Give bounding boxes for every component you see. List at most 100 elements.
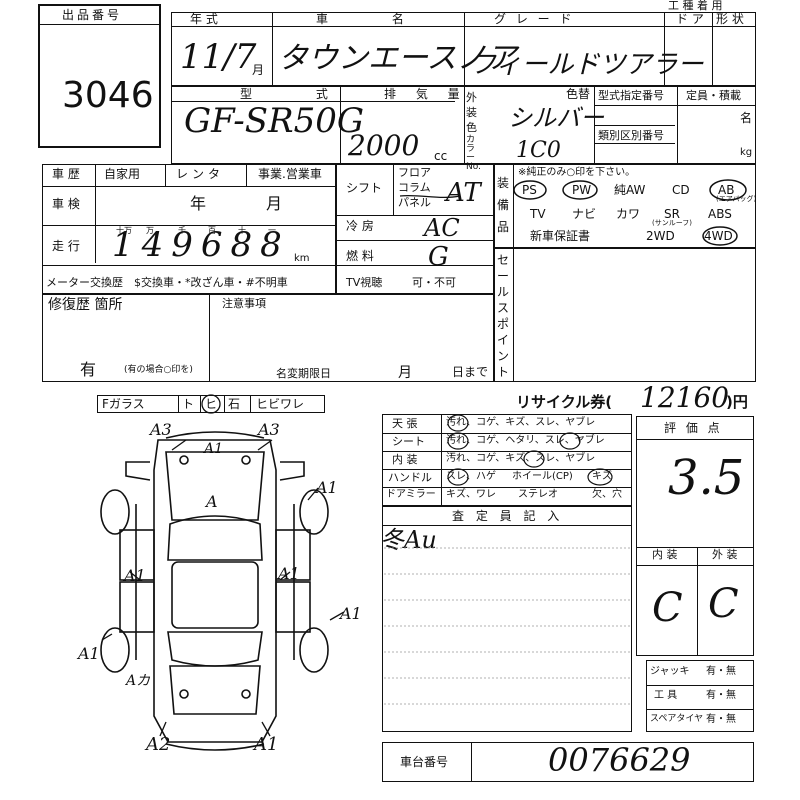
type-designation-label: 型式指定番号 <box>598 89 664 102</box>
interior-wheel-mark: キズ <box>592 471 612 482</box>
mileage-scale-4: 百 <box>208 226 216 235</box>
history-box <box>42 164 336 294</box>
glass-option-to: ト <box>182 397 195 411</box>
interior-row-2-label: シート <box>392 435 425 448</box>
sales-point-label: セールスポイント <box>497 253 510 379</box>
equip-sr: SR <box>664 207 680 221</box>
mark-a-rear-left: Aカ <box>126 673 151 689</box>
grade-value: フィールドツアラー <box>470 50 704 80</box>
inspection-month: 月 <box>266 194 283 213</box>
score-exterior-label: 外 装 <box>712 548 738 561</box>
interior-stereo-options: 欠、穴 <box>592 489 622 500</box>
tool-jack-label: ジャッキ <box>650 666 690 677</box>
color-no-value: 1C0 <box>516 138 561 163</box>
interior-wheel-option: ホイール(CP) <box>512 471 573 482</box>
interior-row-5-label: ドアミラー <box>386 489 436 500</box>
capacity-label: 定員・積載 <box>686 89 741 102</box>
tv-value: 可・不可 <box>412 276 456 289</box>
name-change-month: 月 <box>398 365 412 381</box>
mileage-scale-1: 十万 <box>116 226 132 235</box>
recycle-label: リサイクル券( <box>516 393 613 411</box>
header-box <box>171 12 756 86</box>
history-option-private: 自家用 <box>104 167 141 181</box>
meter-label: メーター交換歴 <box>46 276 123 289</box>
lot-box: 出品番号 3046 <box>38 4 161 148</box>
shift-box <box>336 164 494 294</box>
interior-stereo: ステレオ <box>518 489 558 500</box>
grade-label: グ レ ー ド <box>494 12 575 26</box>
inspection-label: 車 検 <box>52 197 80 211</box>
score-interior-label: 内 装 <box>652 548 678 561</box>
color-value: シルバー <box>508 104 604 132</box>
inspector-label: 査 定 員 記 入 <box>452 509 564 523</box>
lot-number: 3046 <box>62 75 154 116</box>
capacity-unit: 名 <box>740 111 753 125</box>
mark-a1-rear: A1 <box>254 734 279 755</box>
sales-point-box <box>494 248 756 382</box>
equip-navi: ナビ <box>572 207 597 221</box>
recycle-value: 12160 <box>640 381 730 414</box>
equip-abs: ABS <box>708 207 732 221</box>
lot-label: 出品番号 <box>62 8 123 22</box>
sunroof-note: (サンルーフ) <box>652 219 693 227</box>
repair-note: (有の場合○印を) <box>124 365 193 375</box>
model-value: GF-SR50G <box>184 101 365 141</box>
tv-label: TV視聴 <box>346 276 383 289</box>
shape-label: 形 状 <box>716 12 744 26</box>
year-label: 年 式 <box>190 12 218 26</box>
interior-row-4-label: ハンドル <box>388 471 432 484</box>
history-label: 車 歴 <box>52 167 80 181</box>
exterior-label: 外装色 <box>466 91 477 134</box>
tools-box <box>646 660 754 732</box>
equip-pw: PW <box>572 183 592 197</box>
model-box <box>171 86 756 164</box>
name-change-label: 名変期限日 <box>276 367 331 380</box>
category-label: 類別区別番号 <box>598 129 664 142</box>
mark-a1-right-front: A1 <box>316 478 338 497</box>
mileage-scale-3: 千 <box>178 226 186 235</box>
inspection-year: 年 <box>190 194 207 213</box>
shift-floor: フロア <box>398 166 431 179</box>
repair-label: 修復歴 箇所 <box>48 297 123 313</box>
shift-label: シフト <box>346 181 383 195</box>
score-value: 3.5 <box>668 450 745 506</box>
ac-value: AC <box>424 214 460 242</box>
glass-option-stone: 石 <box>228 397 241 411</box>
inspector-box <box>382 506 632 732</box>
mileage-scale-6: 一 <box>268 226 276 235</box>
color-change-label: 色替 <box>566 87 591 101</box>
tool-spare-value: 有・無 <box>706 714 736 725</box>
ac-label: 冷 房 <box>346 219 374 233</box>
mileage-label: 走 行 <box>52 239 80 253</box>
equip-tv: TV <box>530 207 546 221</box>
mark-a3-right: A3 <box>258 420 280 439</box>
interior-row-1-label: 天 張 <box>392 417 418 430</box>
mark-a3-left: A3 <box>150 420 172 439</box>
interior-row-2-options: 汚れ、コゲ、ヘタリ、スレ、ヤブレ <box>446 435 605 446</box>
mileage-scale-5: 十 <box>238 226 246 235</box>
fuel-value: G <box>428 242 449 272</box>
equip-4wd: 4WD <box>704 229 733 243</box>
interior-row-4-options: スレ、ハゲ <box>446 471 496 482</box>
mark-a1-right-door: A1 <box>278 564 300 583</box>
chassis-box <box>382 742 754 782</box>
interior-row-5-options: キズ、ワレ <box>446 489 496 500</box>
year-value: 11/7 <box>180 37 257 77</box>
fuel-label: 燃 料 <box>346 249 374 263</box>
equip-ps: PS <box>522 183 537 197</box>
equipment-label: 装備品 <box>497 176 510 234</box>
interior-row-3-label: 内 装 <box>392 453 418 466</box>
recycle-unit: )円 <box>726 393 748 411</box>
score-exterior-value: C <box>708 581 739 627</box>
door-label: ド ア <box>676 12 704 26</box>
mark-a1-left-door: A1 <box>124 566 146 585</box>
mark-a1-right-rear: A1 <box>340 604 362 623</box>
glass-option-crack: ヒビワレ <box>256 397 305 411</box>
history-option-rental: レンタ <box>176 167 225 181</box>
tool-kit-value: 有・無 <box>706 690 736 701</box>
